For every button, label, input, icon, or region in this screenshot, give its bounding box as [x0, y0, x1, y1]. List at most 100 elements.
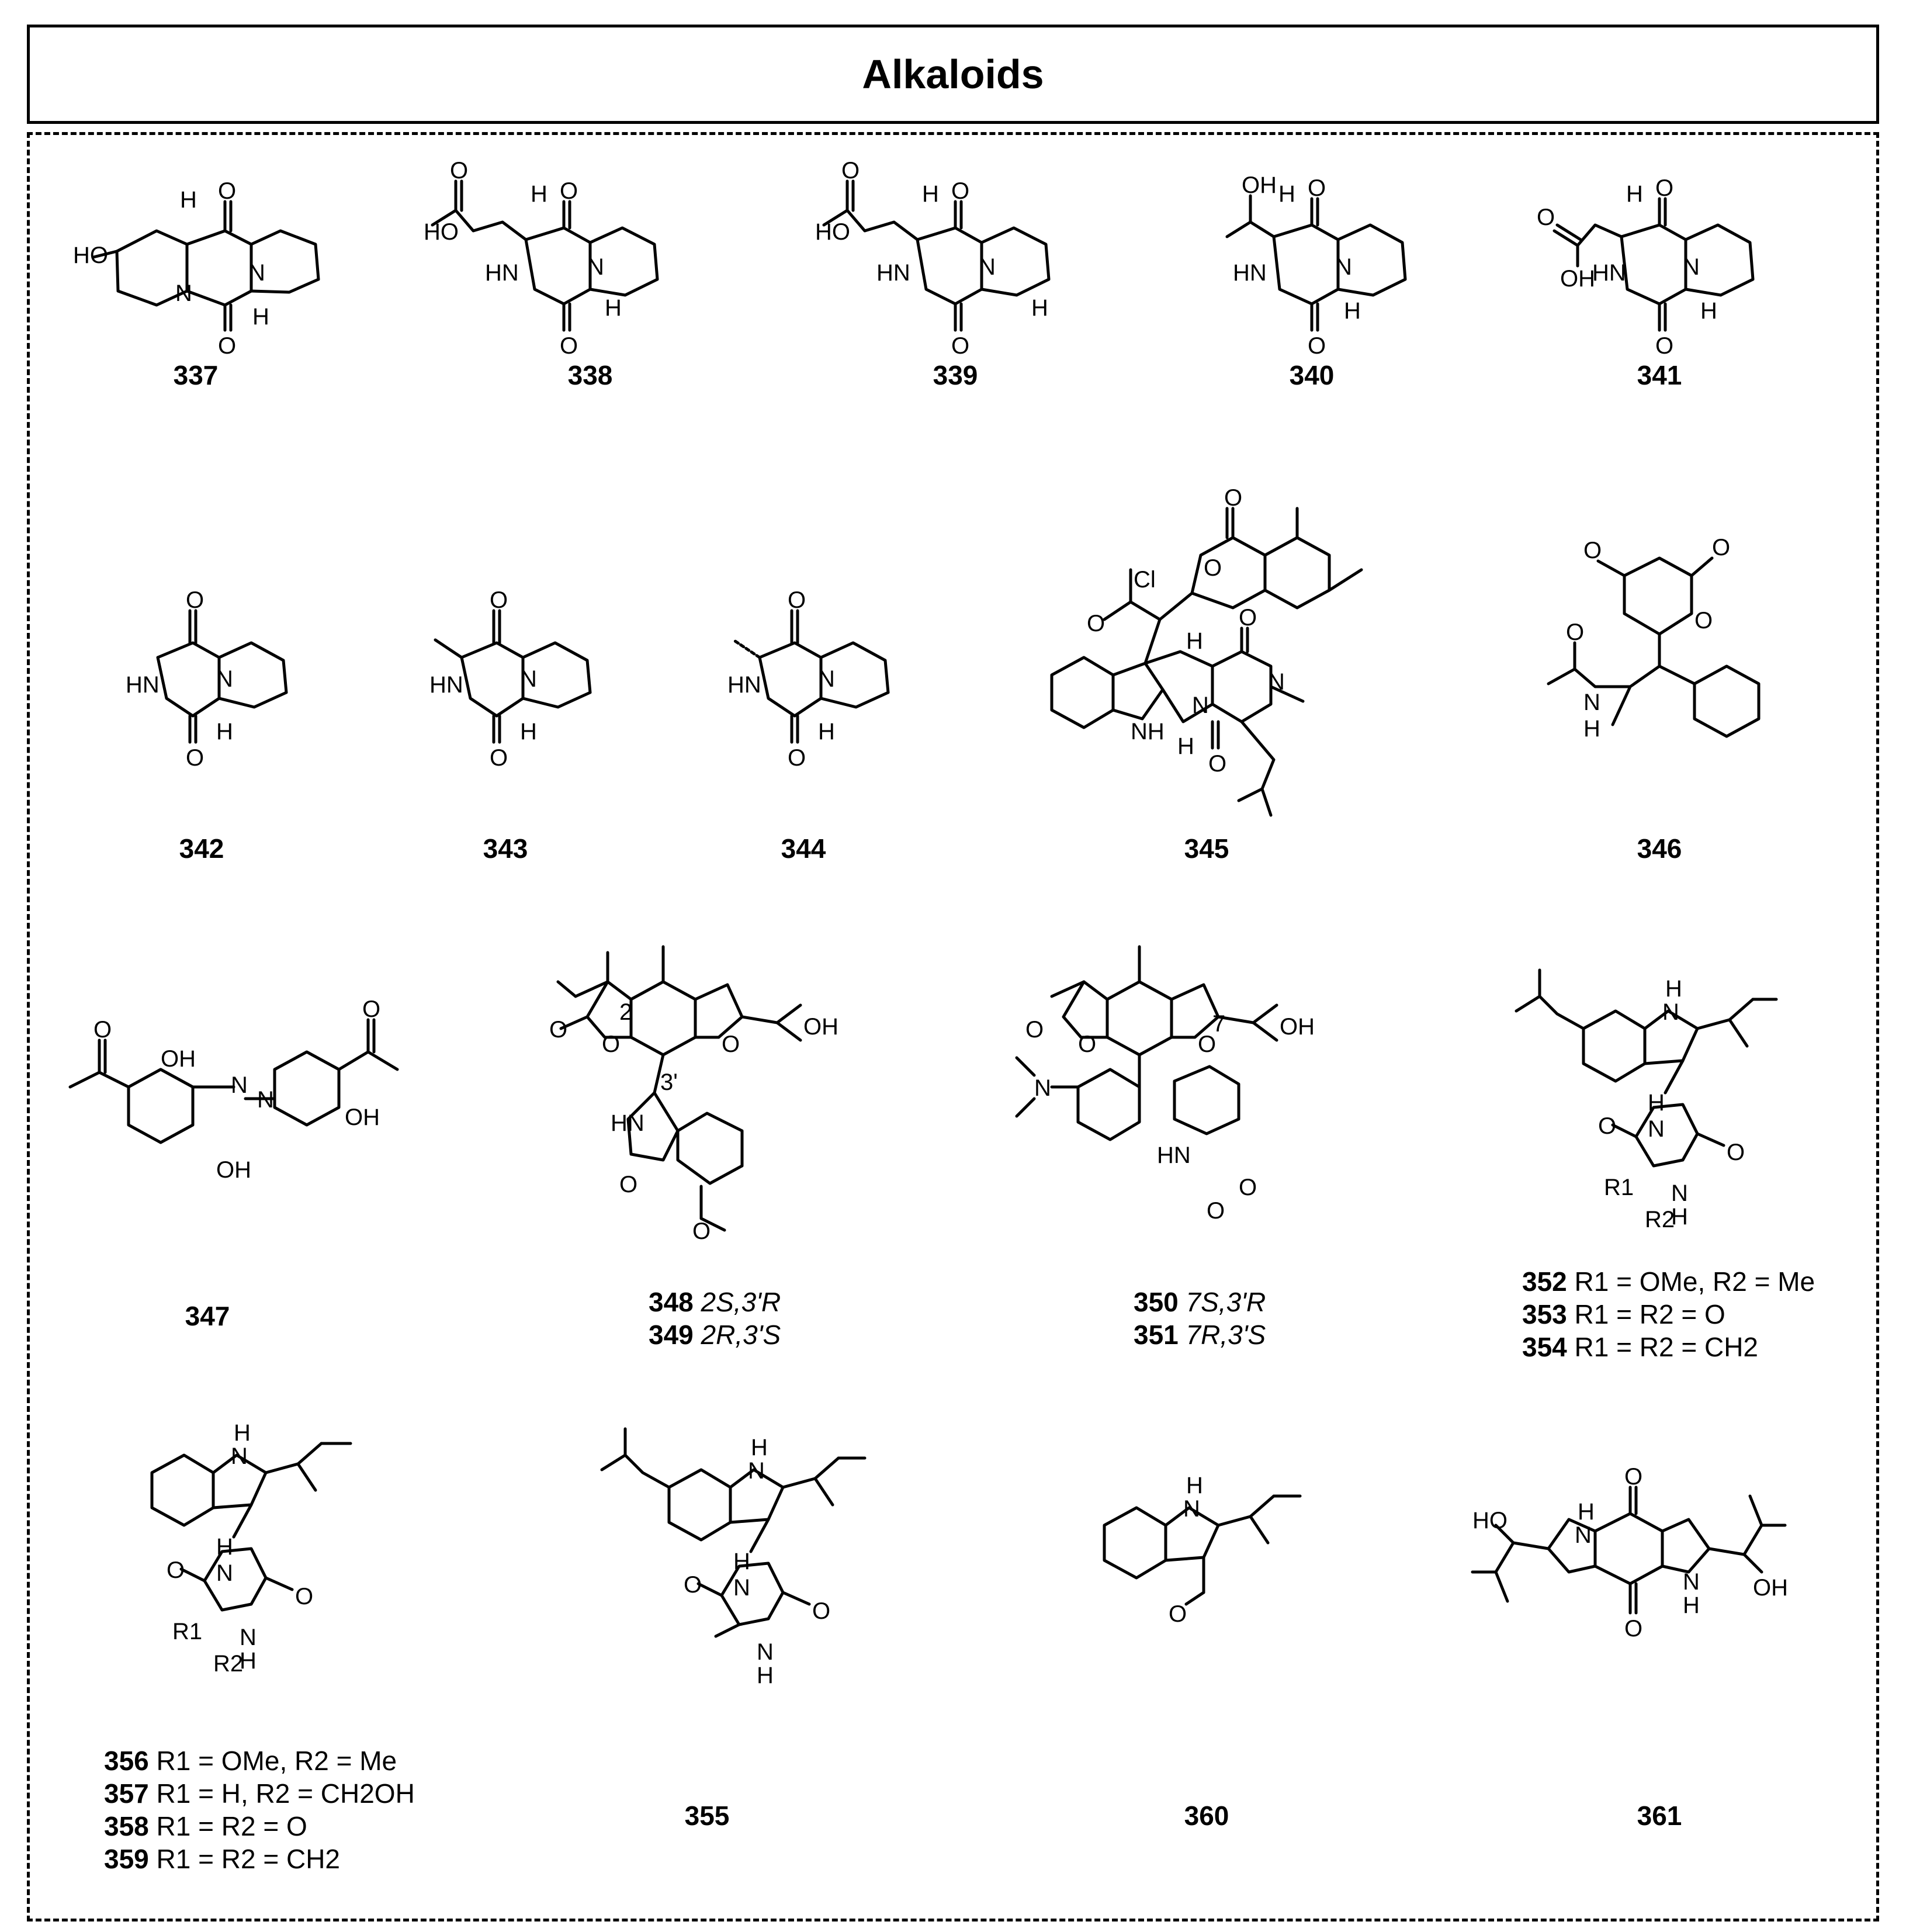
structure-346	[1547, 556, 1761, 738]
svg-text:HO: HO	[815, 219, 850, 245]
svg-text:HN: HN	[1233, 260, 1267, 286]
svg-text:O: O	[619, 1172, 637, 1197]
svg-text:Cl: Cl	[1134, 567, 1156, 593]
svg-text:N: N	[1683, 254, 1700, 280]
svg-text:H: H	[733, 1549, 750, 1574]
svg-text:H: H	[1626, 181, 1643, 207]
svg-text:N: N	[216, 666, 233, 692]
legend-359: 359 R1 = R2 = CH2	[104, 1844, 341, 1874]
structure-343	[434, 609, 592, 744]
svg-text:O: O	[1655, 175, 1673, 201]
svg-text:HO: HO	[424, 219, 459, 245]
structure-361	[1471, 1486, 1787, 1615]
svg-text:O: O	[788, 587, 806, 613]
legend-351: 351 7R,3'S	[1134, 1320, 1266, 1350]
svg-text:N: N	[257, 1087, 274, 1113]
svg-text:OH: OH	[345, 1105, 380, 1130]
svg-text:O: O	[1239, 1175, 1257, 1200]
svg-text:OH: OH	[1560, 266, 1595, 292]
legend-356: 356 R1 = OMe, R2 = Me	[104, 1746, 397, 1776]
svg-text:HN: HN	[876, 260, 910, 286]
svg-text:O: O	[1537, 205, 1555, 230]
structure-340	[1225, 194, 1407, 332]
svg-text:O: O	[684, 1572, 702, 1598]
compound-label-340: 340	[1289, 360, 1335, 390]
compound-label-338: 338	[567, 360, 613, 390]
svg-text:O: O	[1712, 535, 1730, 560]
svg-text:O: O	[1308, 175, 1326, 201]
structure-339	[822, 179, 1051, 332]
svg-text:OH: OH	[216, 1157, 251, 1183]
compound-label-346: 346	[1637, 833, 1682, 864]
svg-text:N: N	[757, 1639, 774, 1665]
svg-text:O: O	[1655, 333, 1673, 359]
svg-text:H: H	[757, 1663, 774, 1688]
svg-text:H: H	[1700, 298, 1717, 324]
svg-text:HN: HN	[1592, 260, 1626, 286]
legend-350: 350 7S,3'R	[1134, 1287, 1266, 1317]
title-box: Alkaloids	[27, 25, 1879, 124]
compound-label-347: 347	[185, 1301, 230, 1331]
svg-text:R2: R2	[213, 1651, 243, 1677]
structure-338	[431, 179, 659, 332]
svg-text:O: O	[167, 1557, 185, 1583]
svg-text:O: O	[1694, 608, 1713, 633]
compound-label-343: 343	[483, 833, 528, 864]
svg-text:H: H	[1671, 1204, 1688, 1230]
structure-347	[68, 1018, 399, 1144]
svg-text:N: N	[175, 281, 192, 306]
svg-text:O: O	[1198, 1031, 1216, 1057]
svg-text:O: O	[295, 1584, 313, 1609]
svg-text:H: H	[216, 719, 233, 745]
svg-text:O: O	[1624, 1464, 1642, 1490]
svg-text:H: H	[818, 719, 835, 745]
svg-text:O: O	[93, 1017, 112, 1043]
legend-348: 348 2S,3'R	[649, 1287, 781, 1317]
svg-text:O: O	[788, 745, 806, 771]
svg-text:H: H	[605, 295, 622, 321]
svg-text:O: O	[1624, 1616, 1642, 1642]
svg-text:N: N	[1034, 1075, 1051, 1101]
svg-text:HO: HO	[73, 243, 108, 268]
svg-text:N: N	[1648, 1116, 1665, 1142]
svg-text:R1: R1	[172, 1619, 202, 1644]
svg-text:N: N	[248, 260, 265, 286]
svg-text:OH: OH	[1242, 172, 1277, 198]
svg-text:H: H	[520, 719, 537, 745]
svg-text:O: O	[1025, 1017, 1044, 1043]
svg-text:H: H	[1583, 716, 1600, 742]
svg-text:HN: HN	[429, 672, 463, 698]
structure-345	[1050, 507, 1363, 817]
svg-text:OH: OH	[161, 1046, 196, 1072]
svg-text:N: N	[240, 1625, 257, 1650]
compound-label-339: 339	[933, 360, 978, 390]
svg-text:H: H	[1344, 298, 1361, 324]
structure-348-349	[556, 945, 802, 1232]
svg-text:N: N	[216, 1560, 233, 1586]
structure-337	[92, 200, 320, 332]
compound-label-337: 337	[173, 360, 219, 390]
svg-text:O: O	[450, 158, 468, 183]
svg-text:O: O	[362, 996, 380, 1022]
svg-text:H: H	[922, 181, 939, 207]
svg-text:O: O	[812, 1598, 830, 1624]
svg-text:R2: R2	[1645, 1207, 1675, 1232]
svg-text:O: O	[1208, 751, 1226, 777]
svg-text:O: O	[1224, 485, 1242, 511]
legend-354: 354 R1 = R2 = CH2	[1522, 1332, 1759, 1362]
svg-text:O: O	[560, 333, 578, 359]
svg-text:N: N	[1335, 254, 1352, 280]
page-title: Alkaloids	[862, 51, 1044, 97]
svg-text:O: O	[186, 745, 204, 771]
svg-text:HN: HN	[611, 1110, 644, 1136]
compound-label-361: 361	[1637, 1801, 1682, 1831]
svg-text:H: H	[1186, 1473, 1203, 1498]
compound-panel-frame	[27, 132, 1879, 1921]
svg-text:O: O	[218, 178, 236, 204]
svg-text:O: O	[186, 587, 204, 613]
svg-text:O: O	[1308, 333, 1326, 359]
svg-text:H: H	[240, 1648, 257, 1674]
svg-text:H: H	[1031, 295, 1048, 321]
legend-349: 349 2R,3'S	[649, 1320, 781, 1350]
